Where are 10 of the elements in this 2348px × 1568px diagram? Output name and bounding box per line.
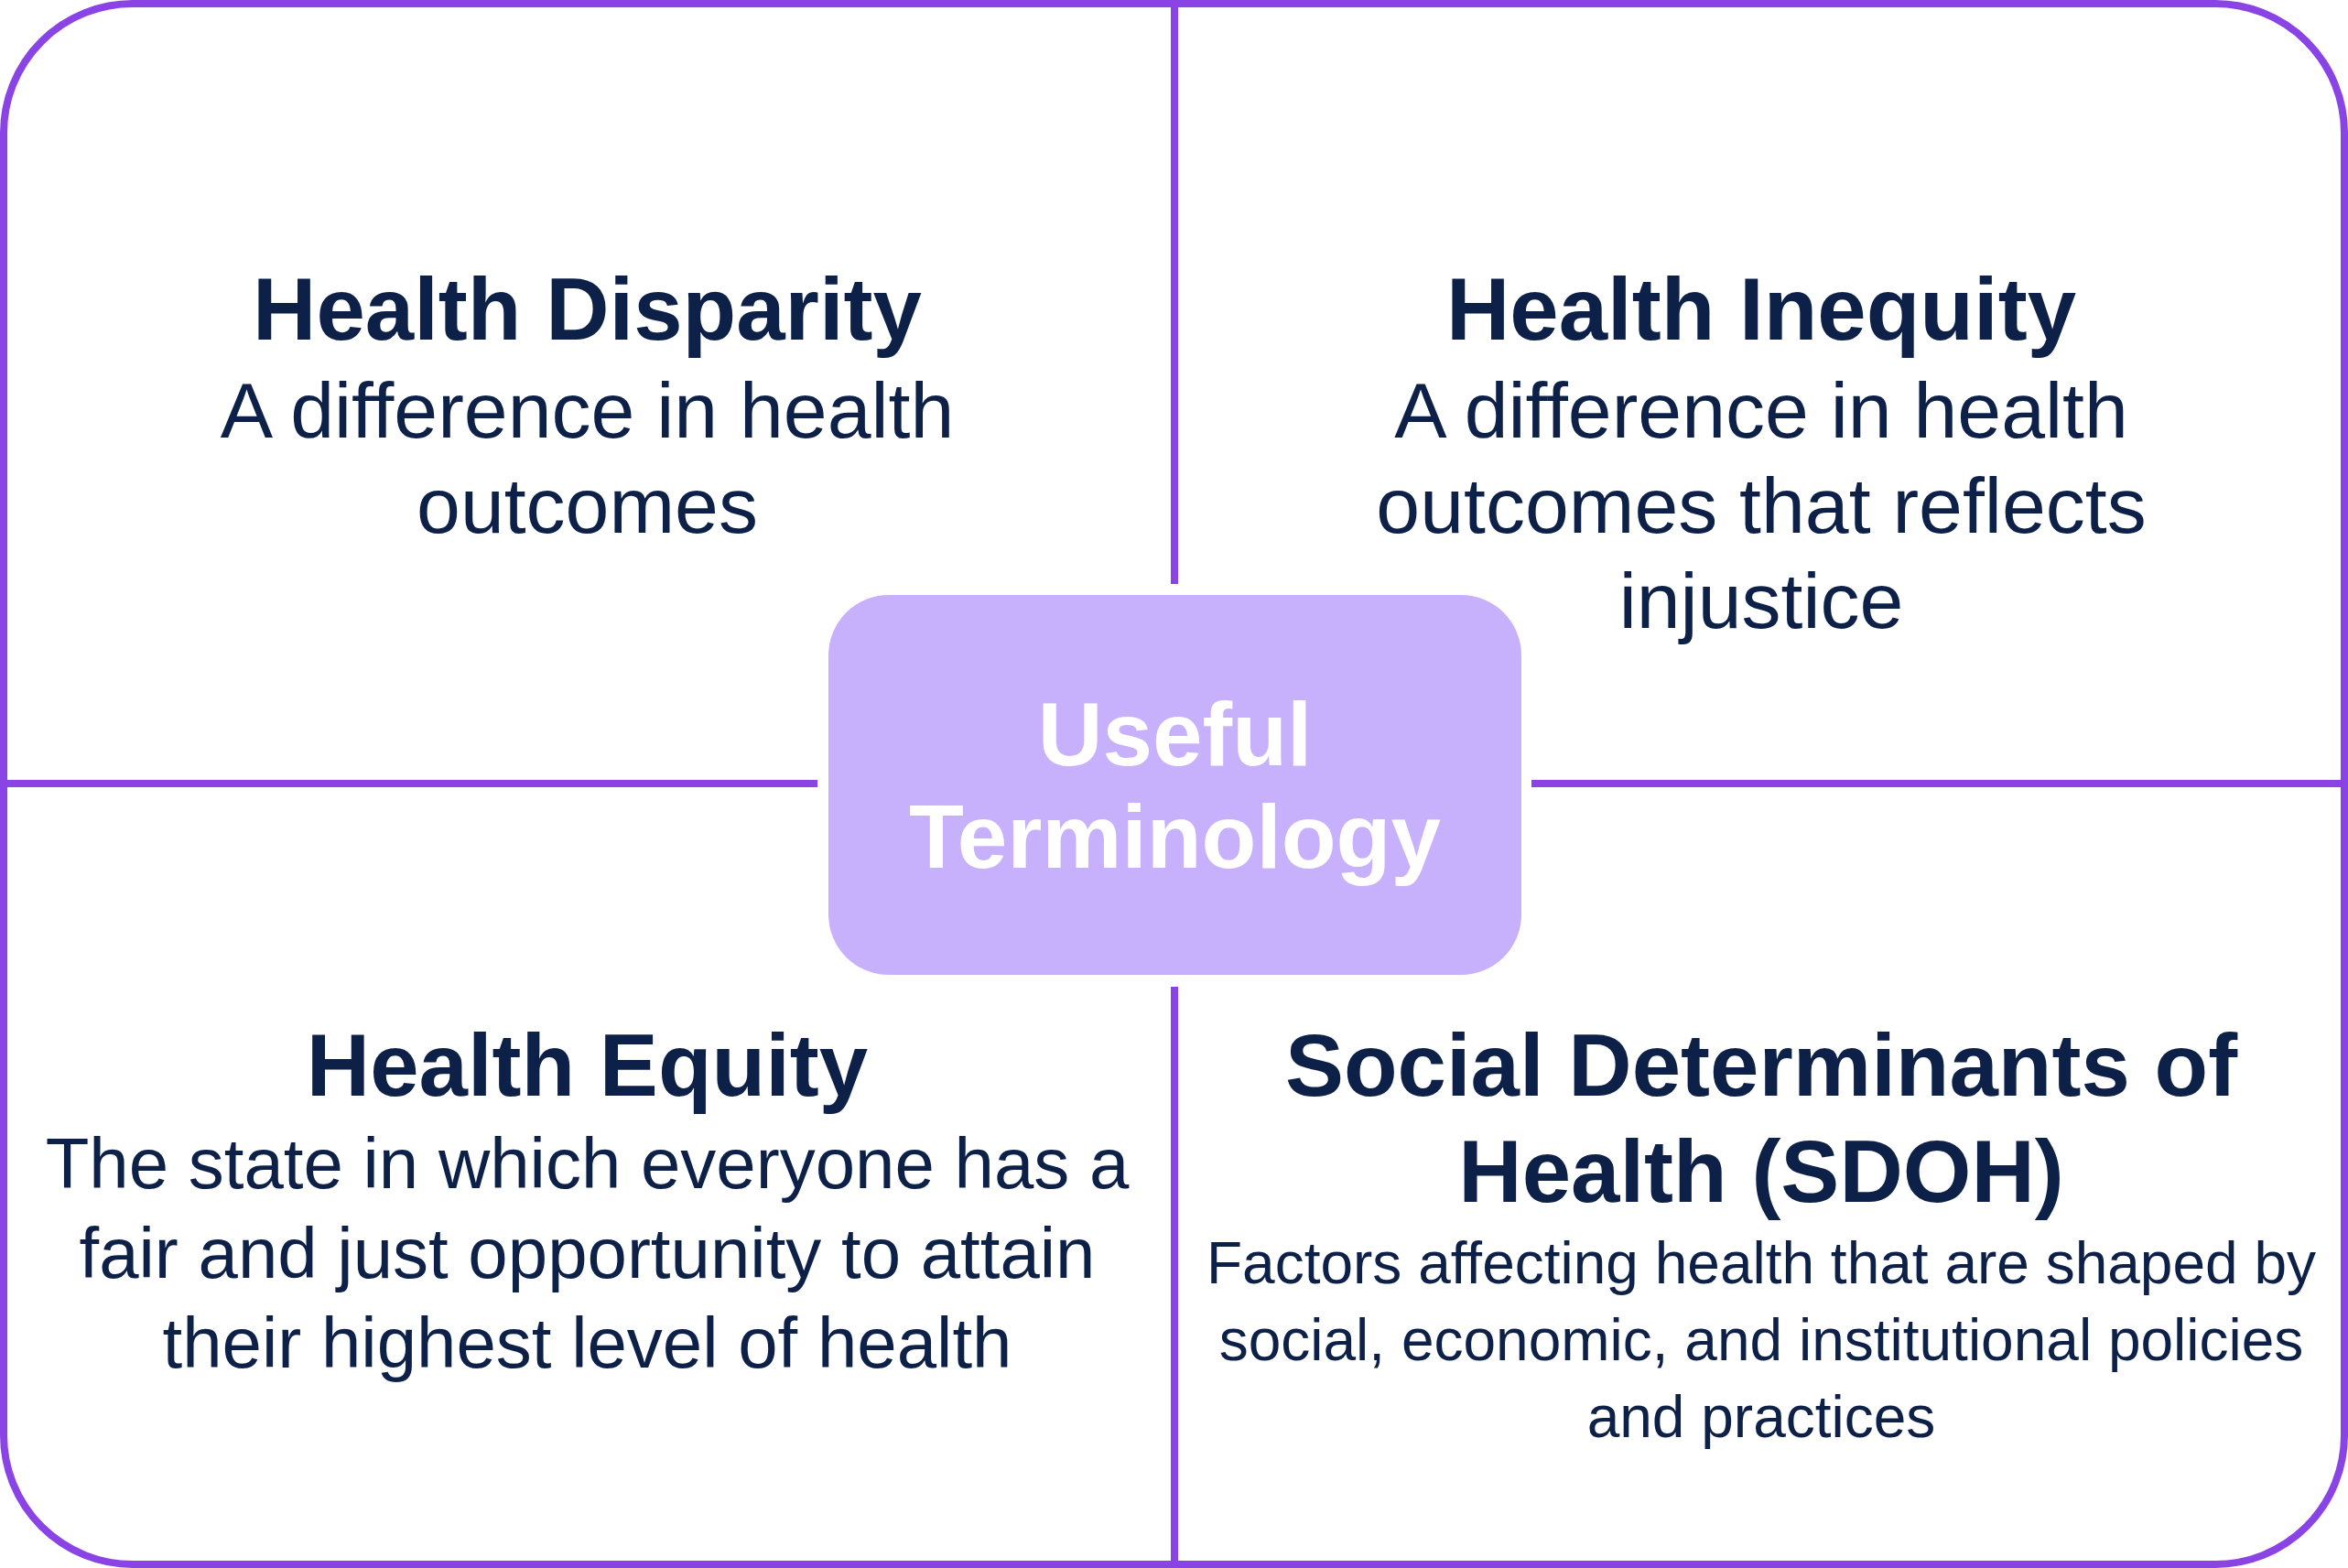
center-box — [828, 595, 1521, 975]
term-definition: The state in which everyone has a fair and just opportunity to attain their highest level of health — [44, 1122, 1131, 1385]
center-title: Useful Terminology — [908, 682, 1442, 888]
term-definition: A difference in health outcomes — [219, 365, 956, 551]
term-heading: Health Inequity — [1445, 259, 2077, 360]
term-heading: Health Equity — [306, 1015, 869, 1116]
term-heading: Social Determinants of Health (SDOH) — [1283, 1015, 2239, 1222]
term-definition: Factors affecting health that are shaped by social, economic, and institutional policies and practices — [1206, 1229, 2317, 1452]
term-definition: A difference in health outcomes that reflects injustice — [1375, 365, 2148, 646]
term-heading: Health Disparity — [253, 259, 922, 360]
